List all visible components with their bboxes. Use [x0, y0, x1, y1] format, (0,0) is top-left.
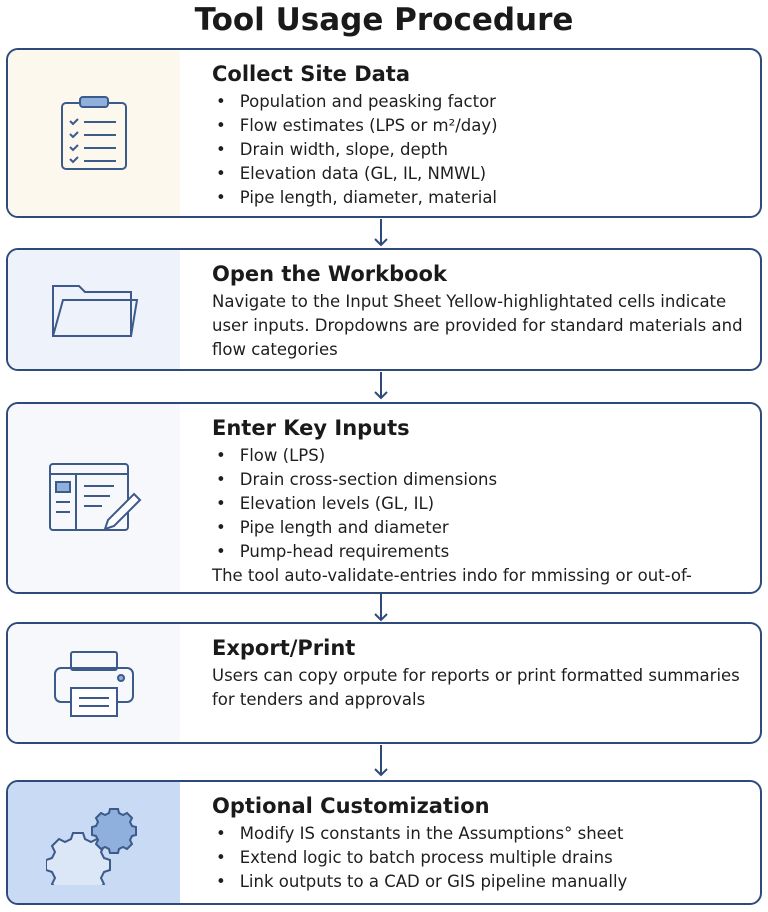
folder-icon: [8, 250, 180, 369]
list-item: Population and peasking factor: [212, 90, 498, 114]
list-item: Flow estimates (LPS or m²/day): [212, 114, 498, 138]
step-heading: Open the Workbook: [212, 262, 447, 286]
list-item: Elevation data (GL, IL, NMWL): [212, 162, 498, 186]
list-item: Elevation levels (GL, IL): [212, 492, 722, 516]
step-heading: Enter Key Inputs: [212, 416, 410, 440]
list-item: Pump-head requirements: [212, 540, 722, 564]
list-item: Drain width, slope, depth: [212, 138, 498, 162]
step-collect-site-data: Collect Site Data Population and peaskin…: [6, 48, 762, 218]
step-description: The tool auto-validate-entries indo for …: [212, 566, 692, 592]
arrow-down-icon: [374, 745, 388, 777]
clipboard-checklist-icon: [8, 50, 180, 216]
list-item: Pipe length and diameter: [212, 516, 722, 540]
step-open-workbook: Open the Workbook Navigate to the Input …: [6, 248, 762, 371]
page-title: Tool Usage Procedure: [194, 2, 574, 38]
form-edit-icon: [8, 404, 180, 592]
step-heading: Collect Site Data: [212, 62, 411, 86]
list-item: Link outputs to a CAD or GIS pipeline ma…: [212, 870, 628, 894]
list-item: Pipe length, diameter, material: [212, 186, 498, 210]
step-export-print: Export/Print Users can copy orpute for r…: [6, 622, 762, 744]
gears-icon: [8, 782, 180, 903]
arrow-down-icon: [374, 372, 388, 400]
list-item: Extend logic to batch process multiple d…: [212, 846, 627, 870]
arrow-down-icon: [374, 594, 388, 622]
step-enter-key-inputs: Enter Key Inputs Flow (LPS) Drain cross-…: [6, 402, 762, 594]
printer-icon: [8, 624, 180, 742]
list-item: Flow (LPS): [212, 444, 722, 468]
arrow-down-icon: [374, 219, 388, 247]
step-heading: Export/Print: [212, 636, 356, 660]
list-item: Drain cross-section dimensions: [212, 468, 722, 492]
step-optional-customization: Optional Customization Modify IS constan…: [6, 780, 762, 905]
step-description: Navigate to the Input Sheet Yellow-highl…: [212, 292, 743, 359]
step-description: Users can copy orpute for reports or pri…: [212, 666, 740, 709]
step-heading: Optional Customization: [212, 794, 490, 818]
list-item: Modify IS constants in the Assumptions° …: [212, 822, 627, 846]
